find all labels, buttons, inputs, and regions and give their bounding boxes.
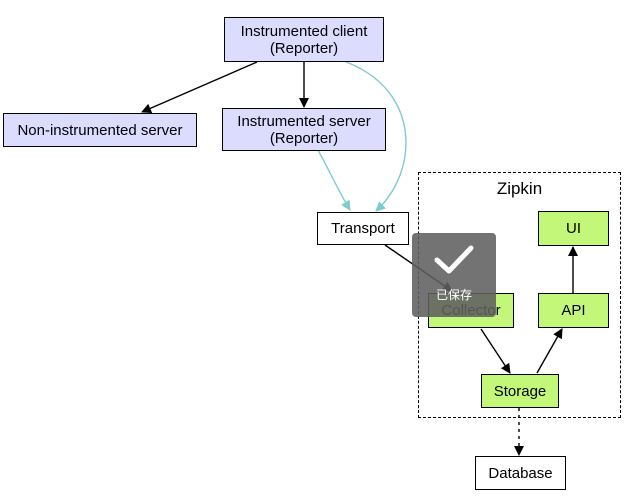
node-instrumented-client: Instrumented client (Reporter) [224, 17, 384, 62]
edge-collector-to-storage [480, 328, 511, 374]
node-non-instrumented-server: Non-instrumented server [3, 113, 197, 147]
checkmark-icon [434, 245, 474, 274]
edge-storage-to-api [536, 328, 563, 374]
node-storage: Storage [481, 374, 559, 408]
node-instrumented-server: Instrumented server (Reporter) [222, 108, 386, 151]
toast-text: 已保存 [435, 288, 472, 302]
node-api: API [538, 293, 609, 328]
node-transport: Transport [317, 212, 409, 245]
node-database: Database [475, 456, 566, 490]
zipkin-cluster-label: Zipkin [496, 179, 543, 198]
edge-client-to-noninstrumented [141, 61, 258, 113]
edge-client-to-transport [345, 61, 407, 212]
saved-toast: 已保存 [412, 233, 496, 317]
edge-server-to-transport [317, 149, 351, 211]
node-ui: UI [538, 211, 609, 246]
